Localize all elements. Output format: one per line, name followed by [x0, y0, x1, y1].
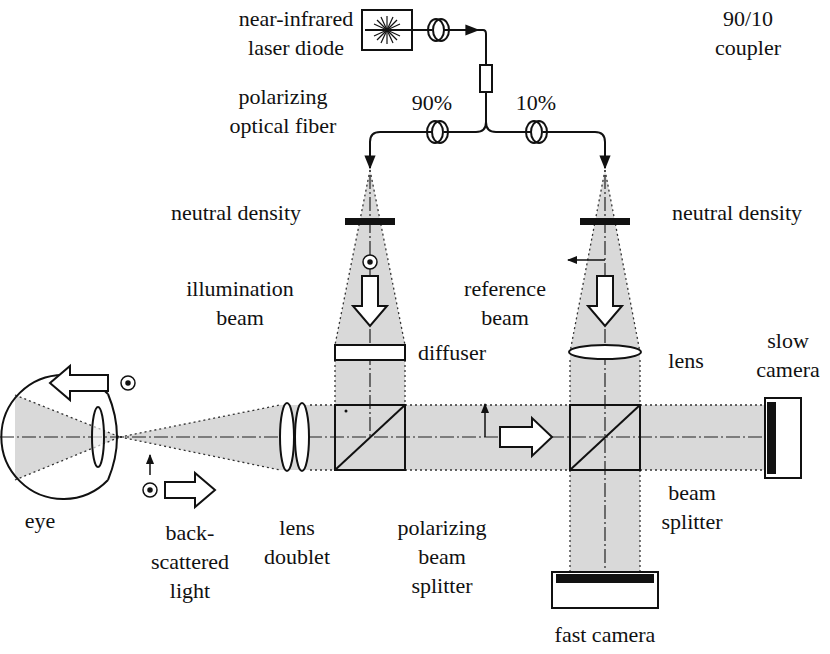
optical-axes [0, 175, 765, 575]
beam-splitter-cubes [335, 405, 640, 470]
part-label: neutral density [171, 198, 301, 227]
part-label: slow camera [756, 326, 820, 384]
part-label: eye [25, 506, 56, 535]
lens [569, 345, 641, 359]
diffuser [335, 345, 405, 360]
part-label: near-infrared laser diode [221, 4, 371, 62]
beam-label: illumination beam [186, 274, 294, 332]
dot [345, 410, 348, 413]
part-label: polarizing optical fiber [213, 82, 353, 140]
part-label: neutral density [672, 198, 802, 227]
part-label: beam splitter [661, 478, 722, 536]
eye-drawing [1, 375, 117, 499]
part-label: fast camera [555, 620, 656, 649]
fast-camera [552, 572, 658, 608]
laser-diode [362, 10, 412, 50]
part-label: diffuser [418, 338, 486, 367]
part-label: lens doublet [264, 513, 330, 571]
part-label: lens [668, 346, 703, 375]
optical-fiber [370, 19, 605, 168]
nd-filter [580, 218, 630, 225]
slow-camera [765, 398, 801, 478]
polarization-markers [121, 255, 605, 497]
ratio-label: 10% [516, 88, 556, 117]
beams [15, 170, 765, 572]
direction-arrows [50, 276, 622, 507]
ratio-label: 90% [412, 88, 452, 117]
beam-edges [15, 170, 765, 572]
nd-filter [345, 218, 395, 225]
lens-doublet [280, 403, 309, 471]
part-label: polarizing beam splitter [397, 513, 486, 600]
beam-label: reference beam [464, 274, 546, 332]
part-label: 90/10 coupler [715, 4, 781, 62]
beam-label: back- scattered light [151, 518, 229, 605]
